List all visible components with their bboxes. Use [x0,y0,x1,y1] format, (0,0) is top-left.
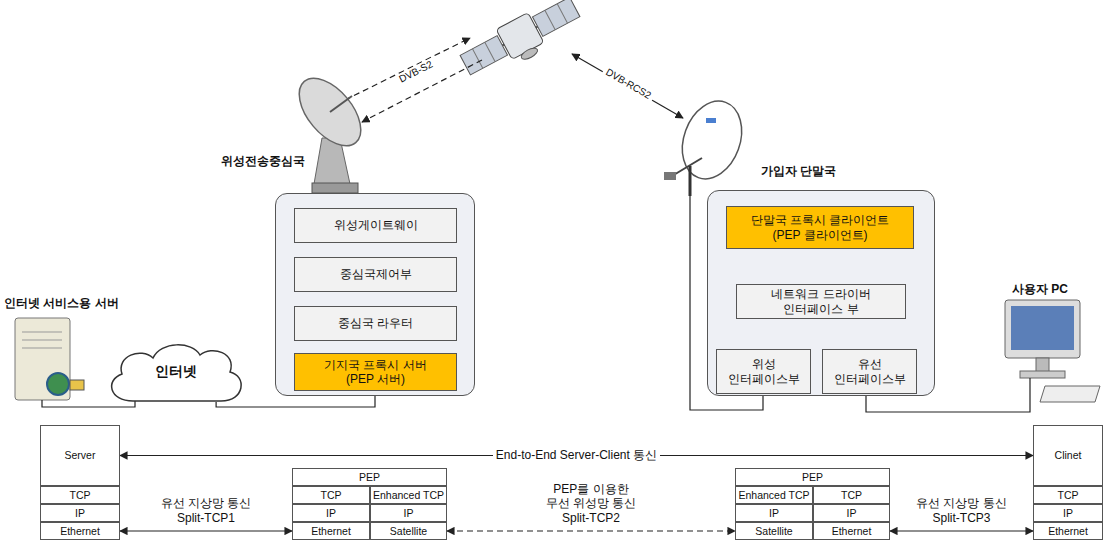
stack-cell: Clinet [1033,425,1103,486]
box-label: TCP [1058,489,1079,502]
link-label: DVB-RCS2 [601,65,656,104]
box-label: Ethernet [832,525,872,538]
station-panel: 위성전송중심국위성게이트웨이중심국제어부중심국 라우터기지국 프록시 서버 (P… [275,193,475,396]
stack-cell: TCP [813,486,890,504]
user-dish [664,93,752,196]
box-label: IP [847,507,857,520]
stack-cell: TCP [1033,486,1103,504]
stack-cell: Satellite [370,522,447,540]
stack-cell: Ethernet [292,522,370,540]
uplink-line [345,38,470,100]
box-label: 인터넷 [155,363,197,380]
stack-cell: IP [813,504,890,522]
module-box: 위성게이트웨이 [294,208,457,243]
stack-cell: IP [292,504,370,522]
link-label: DVB-S2 [395,57,438,87]
stack-cell: Satellite [735,522,813,540]
stack-cell: IP [40,504,120,522]
terminal-panel: 가입자 단말국단말국 프록시 클라이언트 (PEP 클라이언트)네트워크 드라이… [707,190,935,396]
gateway-antenna [287,67,372,193]
connector-label: End-to-End Server-Client 통신 [493,448,660,462]
box-label: IP [326,507,336,520]
stack-cell: Ethernet [813,522,890,540]
interface-box: 유선 인터페이스부 [822,349,917,394]
pc-icon [1005,300,1100,402]
return-link-line [572,54,683,118]
box-label: TCP [321,489,342,502]
connector-label: 유선 지상망 통신 Split-TCP3 [907,496,1017,525]
module-box: 중심국 라우터 [294,306,457,341]
box-label: 유선 인터페이스부 [833,357,906,386]
stack-cell: Enhanced TCP [735,486,813,504]
connector [216,396,375,407]
stack-cell: IP [370,504,447,522]
box-label: 중심국 라우터 [338,316,413,330]
box-label: Ethernet [1048,525,1088,538]
stack-cell: Ethernet [40,522,120,540]
stack-cell: Server [40,425,120,486]
connector-label: 유선 지상망 통신 Split-TCP1 [151,496,261,525]
server-icon [15,318,84,400]
internet-cloud: 인터넷 [103,340,248,402]
stack-cell: IP [1033,504,1103,522]
device-label: 인터넷 서비스용 서버 [4,296,119,310]
box-label: Server [65,449,96,462]
pep-server-box: 기지국 프록시 서버 (PEP 서버) [294,353,457,391]
box-label: Satellite [755,525,792,538]
stack-cell: TCP [292,486,370,504]
box-label: IP [769,507,779,520]
box-label: PEP [359,471,380,484]
box-label: Ethernet [311,525,351,538]
box-label: Enhanced TCP [738,489,809,502]
box-label: TCP [70,489,91,502]
box-label: IP [1063,507,1073,520]
box-label: Satellite [390,525,427,538]
box-label: TCP [841,489,862,502]
module-box: 네트워크 드라이버 인터페이스 부 [736,284,906,319]
connector [890,530,1033,531]
interface-box: 위성 인터페이스부 [716,349,811,394]
stack-cell: IP [735,504,813,522]
stack-cell: TCP [40,486,120,504]
box-label: 위성 인터페이스부 [727,357,800,386]
connector [447,530,735,531]
box-label: 위성게이트웨이 [334,218,418,232]
box-label: Clinet [1055,449,1082,462]
box-label: IP [75,507,85,520]
stack-cell: Ethernet [1033,522,1103,540]
stack-cell: PEP [292,468,447,486]
server-wire [42,400,135,407]
box-label: 단말국 프록시 클라이언트 (PEP 클라이언트) [747,213,893,242]
box-label: Ethernet [60,525,100,538]
stack-cell: Enhanced TCP [370,486,447,504]
station-heading: 위성전송중심국 [221,154,305,168]
box-label: IP [404,507,414,520]
box-label: 중심국제어부 [340,267,412,281]
module-box: 중심국제어부 [294,257,457,292]
satellite-icon [457,0,586,86]
box-label: 기지국 프록시 서버 (PEP 서버) [311,358,440,387]
connector [120,530,292,531]
connector-label: PEP를 이용한 무선 위성망 통신 Split-TCP2 [544,482,638,525]
box-label: Enhanced TCP [373,489,444,502]
device-label: 사용자 PC [1012,282,1068,296]
box-label: PEP [802,471,823,484]
box-label: 네트워크 드라이버 인터페이스 부 [762,287,880,316]
station-heading: 가입자 단말국 [761,164,836,178]
pep-client-box: 단말국 프록시 클라이언트 (PEP 클라이언트) [726,206,914,249]
stack-cell: PEP [735,468,890,486]
